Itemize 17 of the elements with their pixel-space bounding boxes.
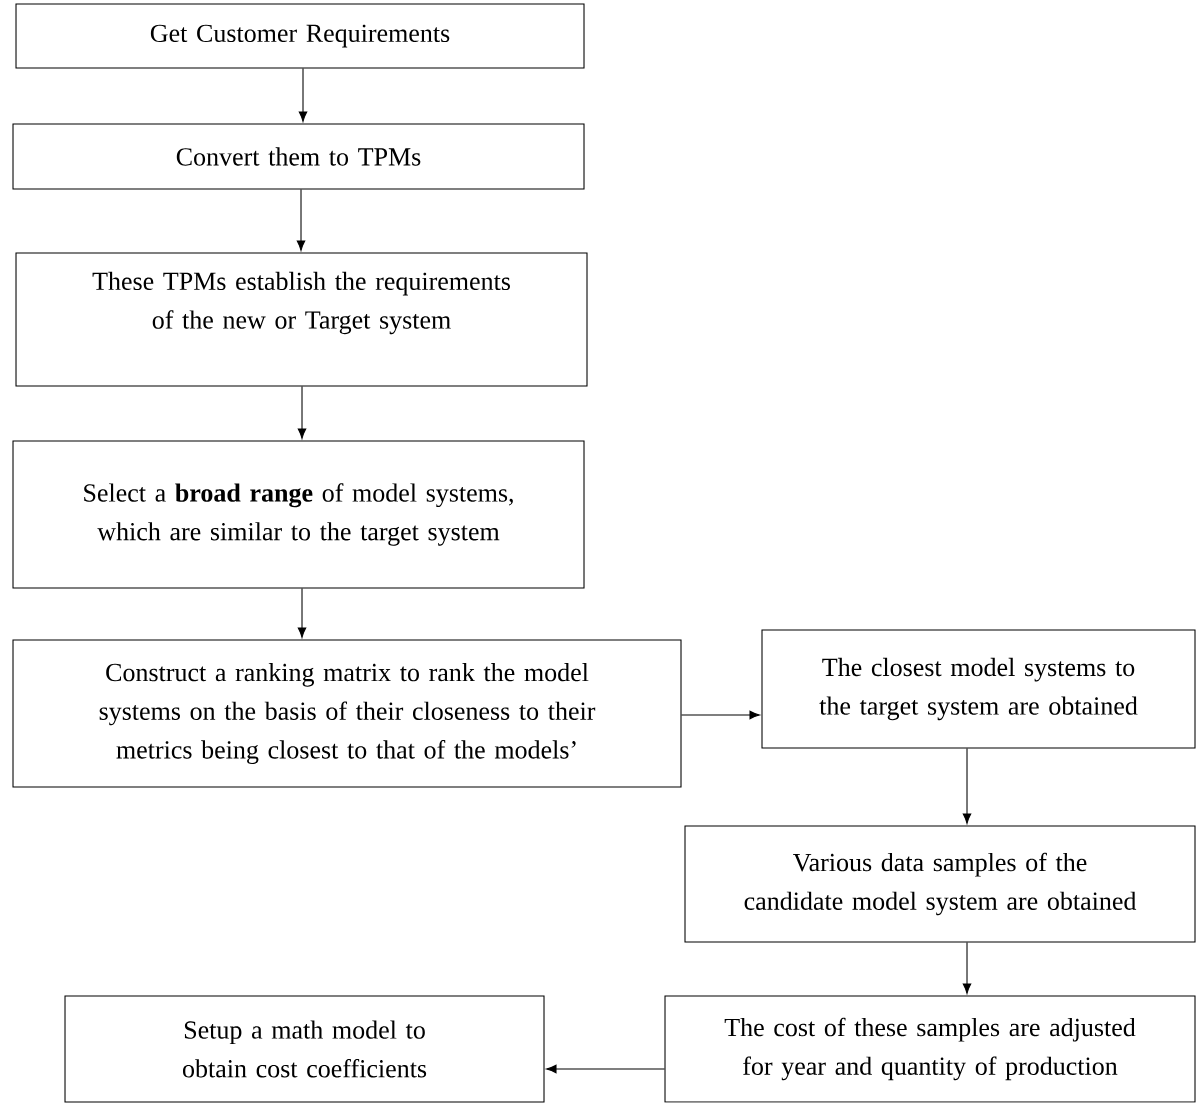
arrow (962, 942, 972, 994)
process-box: The closest model systems to the target system are obtained (761, 629, 1196, 749)
process-box: The cost of these samples are adjusted for year and quantity of production (664, 995, 1196, 1103)
process-box: Construct a ranking matrix to rank the model systems on the basis of their closeness to their metrics being closest to that of the models’ (12, 639, 682, 788)
arrow (297, 386, 307, 439)
arrow (298, 68, 308, 122)
arrow (546, 1064, 665, 1074)
process-box: Select a broad range of model systems, which are similar to the target system (12, 440, 585, 589)
arrow (962, 748, 972, 824)
process-box: Various data samples of the candidate model system are obtained (684, 825, 1196, 943)
arrow (296, 189, 306, 251)
process-box: Convert them to TPMs (12, 123, 585, 190)
arrow (297, 588, 307, 638)
process-box: Setup a math model to obtain cost coefficients (64, 995, 545, 1103)
process-box: Get Customer Requirements (15, 3, 585, 69)
process-box: These TPMs establish the requirements of the new or Target system (15, 252, 588, 387)
arrow (681, 710, 760, 720)
